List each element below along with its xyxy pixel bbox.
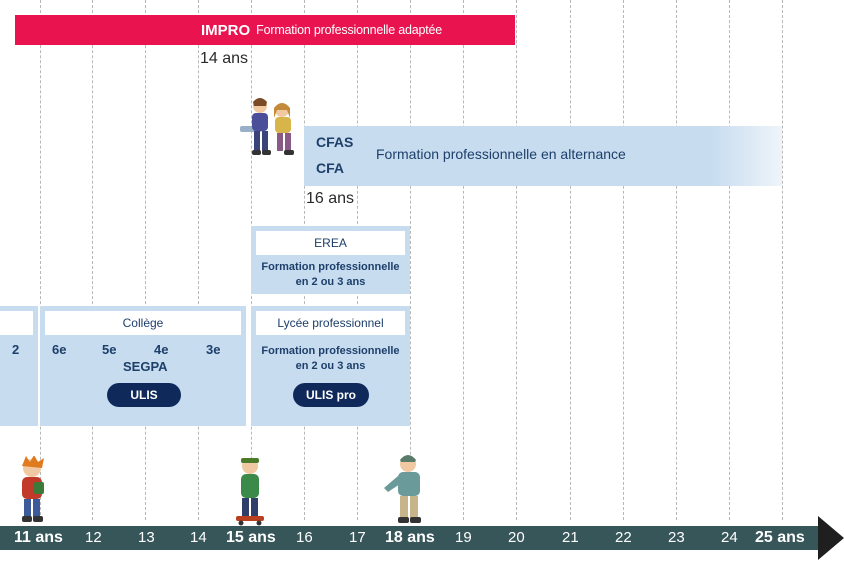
college-box: Collège 6e 5e 4e 3e SEGPA ULIS [40, 306, 246, 426]
erea-title: EREA [256, 231, 405, 255]
lycee-sub-line2: en 2 ou 3 ans [295, 360, 366, 372]
timeline-axis [0, 526, 818, 550]
impro-age-label: 14 ans [200, 50, 251, 68]
arrow-right-icon [818, 516, 844, 560]
grade-5e: 5e [102, 342, 117, 357]
grade-3e: 3e [206, 342, 221, 357]
segpa-label: SEGPA [123, 359, 168, 374]
erea-sub-line2: en 2 ou 3 ans [295, 276, 366, 288]
primary-title [0, 311, 33, 335]
ulis-pro-badge: ULIS pro [293, 383, 369, 407]
grid-line [782, 0, 783, 520]
axis-tick: 16 [296, 529, 313, 546]
grid-line [676, 0, 677, 520]
axis-tick: 21 [562, 529, 579, 546]
grid-line [198, 0, 199, 520]
boy-15-illustration [236, 458, 264, 526]
axis-tick: 15 ans [226, 529, 276, 546]
axis-tick: 18 ans [385, 529, 435, 546]
erea-box: EREA Formation professionnelle en 2 ou 3… [251, 226, 410, 294]
axis-tick: 22 [615, 529, 632, 546]
ulis-badge: ULIS [107, 383, 181, 407]
axis-tick: 25 ans [755, 529, 805, 546]
axis-tick: 13 [138, 529, 155, 546]
axis-tick: 20 [508, 529, 525, 546]
grade-6e: 6e [52, 342, 67, 357]
cfas-label: CFAS [316, 134, 354, 150]
grid-line [516, 0, 517, 520]
primary-box: 2 [0, 306, 38, 426]
college-title: Collège [45, 311, 241, 335]
impro-band: IMPRO Formation professionnelle adaptée [15, 15, 515, 45]
cfas-band: CFAS CFA Formation professionnelle en al… [304, 126, 782, 186]
grid-line [40, 0, 41, 520]
cfa-label: CFA [316, 160, 344, 176]
impro-description: Formation professionnelle adaptée [256, 23, 443, 37]
grid-line [570, 0, 571, 520]
couple-seated-illustration [240, 98, 294, 155]
teen-18-illustration [384, 455, 421, 523]
grid-line [92, 0, 93, 520]
grid-line [463, 0, 464, 520]
axis-tick: 11 ans [14, 529, 63, 546]
primary-grade: 2 [12, 342, 20, 357]
lycee-title: Lycée professionnel [256, 311, 405, 335]
lycee-box: Lycée professionnel Formation profession… [251, 306, 410, 426]
axis-tick: 14 [190, 529, 207, 546]
cfas-description: Formation professionnelle en alternance [376, 146, 626, 162]
grid-line [729, 0, 730, 520]
impro-tag: IMPRO [201, 21, 251, 39]
grid-line [623, 0, 624, 520]
axis-tick: 12 [85, 529, 102, 546]
erea-sub-line1: Formation professionnelle [261, 261, 400, 273]
axis-tick: 19 [455, 529, 472, 546]
axis-tick: 23 [668, 529, 685, 546]
lycee-sub-line1: Formation professionnelle [261, 345, 400, 357]
grade-4e: 4e [154, 342, 169, 357]
cfas-age-label: 16 ans [306, 190, 357, 208]
grid-line [410, 0, 411, 520]
axis-tick: 24 [721, 529, 738, 546]
axis-tick: 17 [349, 529, 366, 546]
grid-line [145, 0, 146, 520]
boy-11-illustration [22, 456, 44, 522]
